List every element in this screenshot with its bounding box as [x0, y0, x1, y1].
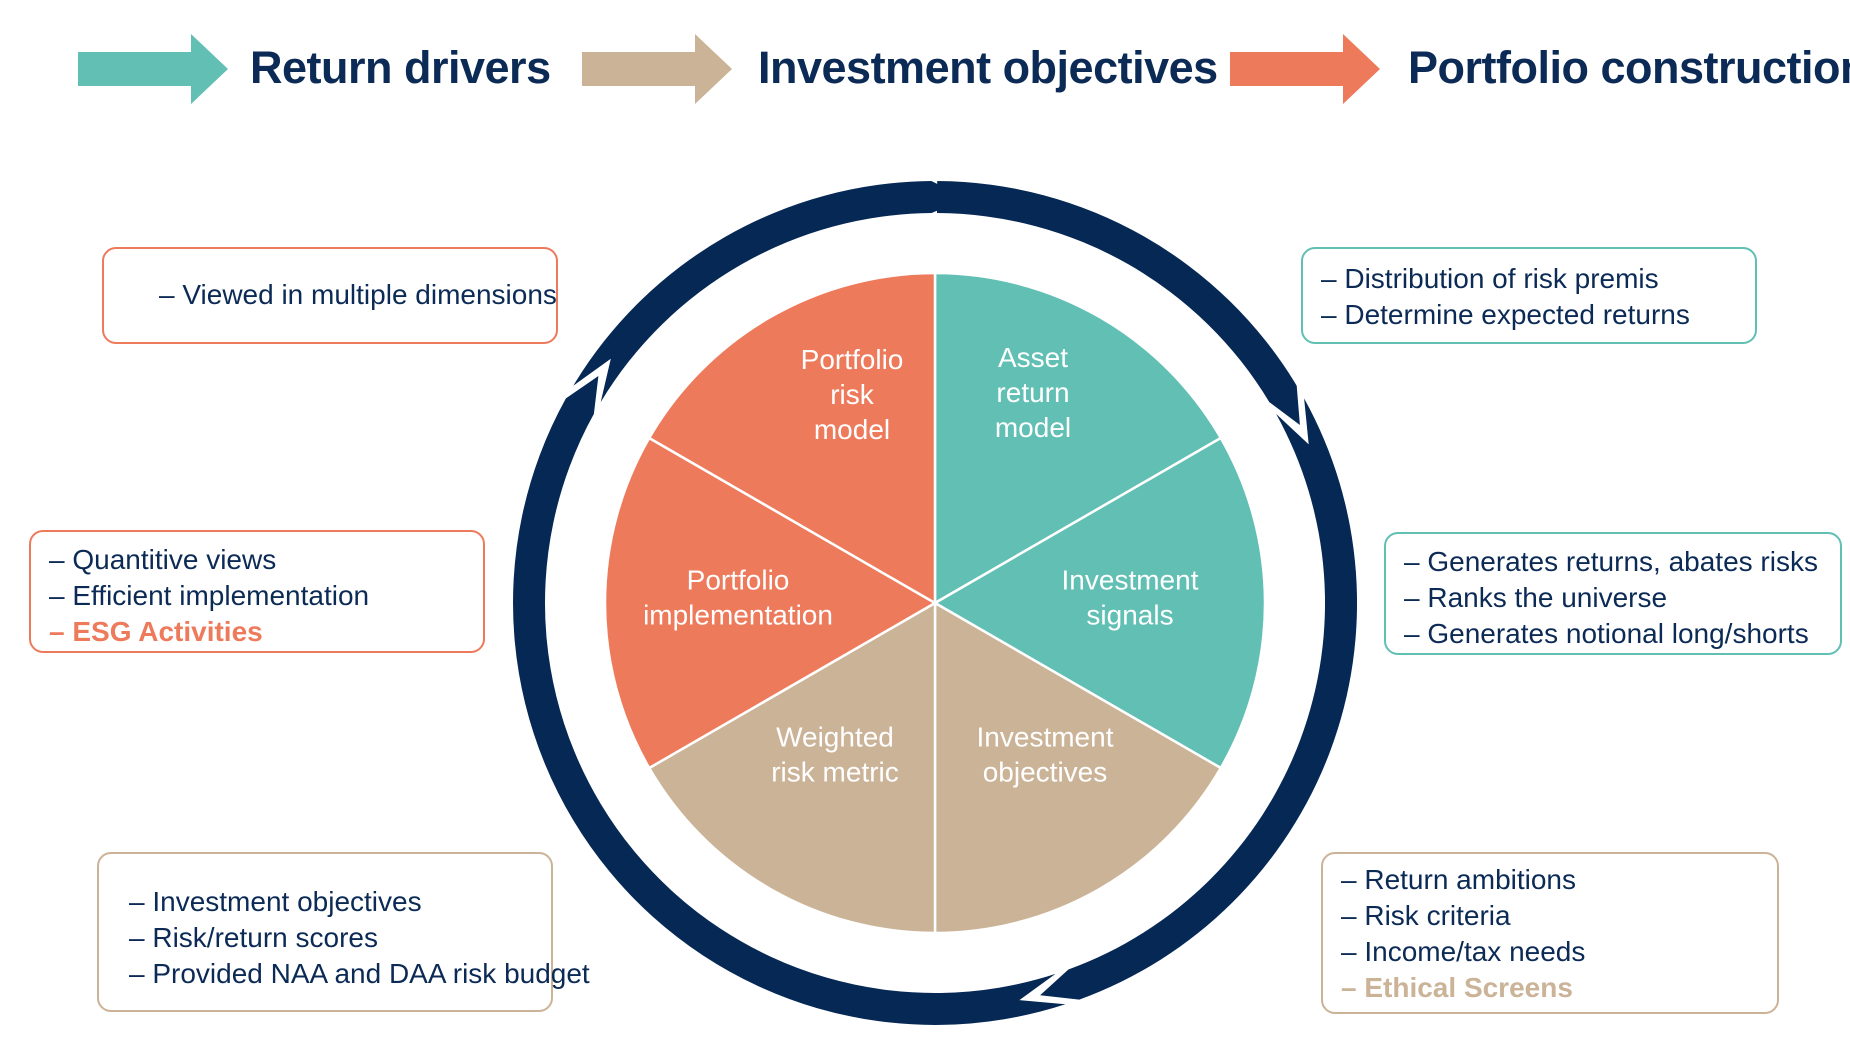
- wheel-segments: [603, 271, 1267, 935]
- box-line: – Quantitive views: [49, 544, 277, 575]
- box-line: – Risk/return scores: [129, 922, 378, 953]
- box-highlight-line: – ESG Activities: [49, 616, 263, 647]
- box-line: – Investment objectives: [129, 886, 422, 917]
- box-asset-return-model: – Distribution of risk premis – Determine…: [1301, 247, 1757, 344]
- cycle-arrow-band: [573, 181, 967, 403]
- box-line: – Determine expected returns: [1321, 299, 1690, 330]
- legend-label: Investment objectives: [758, 42, 1218, 93]
- box-line: – Generates notional long/shorts: [1404, 618, 1809, 649]
- box-line: – Provided NAA and DAA risk budget: [129, 958, 590, 989]
- cycle-arrow-band: [937, 181, 1300, 425]
- wheel-segment: [933, 271, 1223, 606]
- box-line: – Distribution of risk premis: [1321, 263, 1659, 294]
- cycle-arrow-ring: [513, 181, 1358, 1025]
- box-investment-signals: – Generates returns, abates risks – Ranks…: [1384, 532, 1842, 655]
- box-portfolio-risk-model: – Viewed in multiple dimensions: [102, 247, 558, 344]
- cycle-arrow-band: [513, 376, 1066, 1025]
- box-line: – Efficient implementation: [49, 580, 370, 611]
- box-line: – Viewed in multiple dimensions: [159, 279, 557, 310]
- wheel-segment: [932, 436, 1267, 770]
- right-arrow-icon: [78, 34, 228, 104]
- wheel-segment: [603, 436, 938, 770]
- box-line: – Income/tax needs: [1341, 936, 1586, 967]
- cycle-arrow-band: [1040, 398, 1358, 1000]
- box-weighted-risk-metric: – Investment objectives – Risk/return sco…: [97, 852, 590, 1012]
- legend-label: Return drivers: [250, 42, 551, 93]
- box-investment-objectives: – Return ambitions – Risk criteria – Incom…: [1321, 852, 1779, 1014]
- wheel-segment: [647, 600, 937, 935]
- box-highlight-line: – Ethical Screens: [1341, 972, 1573, 1003]
- right-arrow-icon: [1230, 34, 1380, 104]
- box-line: – Risk criteria: [1341, 900, 1511, 931]
- box-portfolio-implementation: – Quantitive views – Efficient implementa…: [29, 530, 485, 653]
- right-arrow-icon: [582, 34, 732, 104]
- legend-label: Portfolio construction: [1408, 42, 1850, 93]
- box-line: – Return ambitions: [1341, 864, 1577, 895]
- wheel-segment: [933, 600, 1223, 935]
- box-line: – Generates returns, abates risks: [1404, 546, 1818, 577]
- wheel-segment: [647, 271, 937, 606]
- box-line: – Ranks the universe: [1404, 582, 1668, 613]
